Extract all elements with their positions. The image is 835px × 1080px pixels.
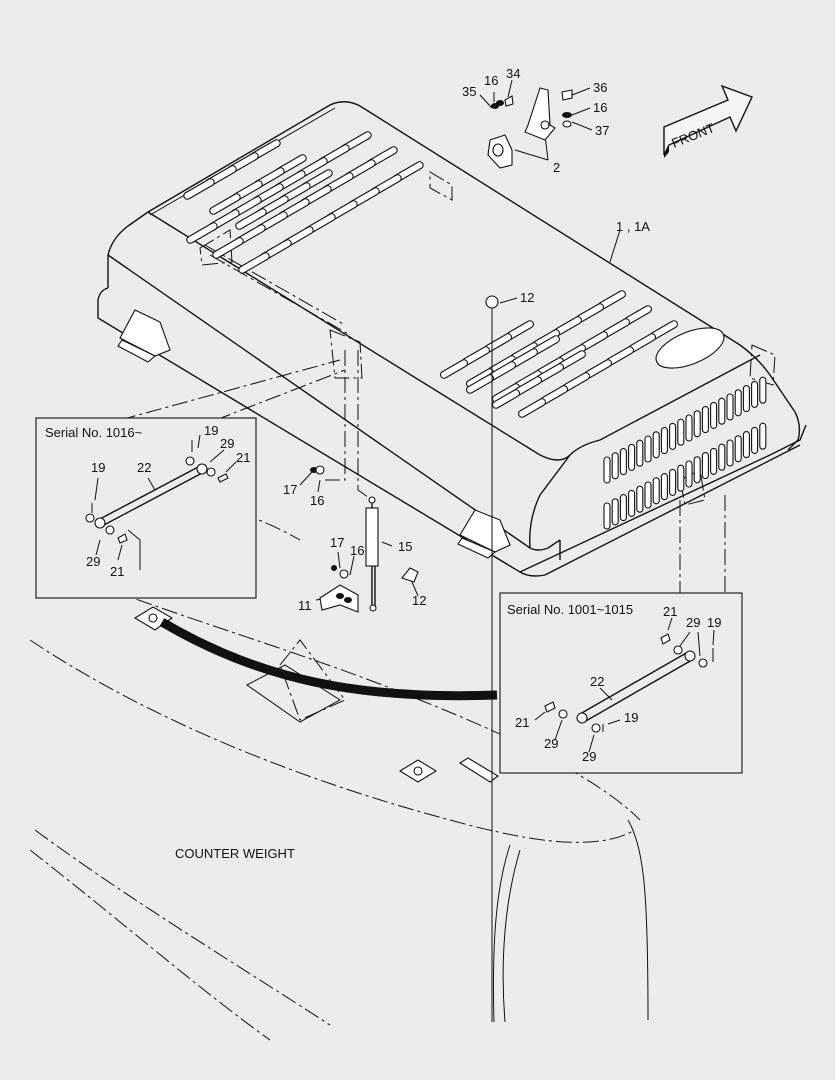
side-vent-slot xyxy=(644,435,652,463)
callout-11: 11 xyxy=(298,598,312,613)
side-vent-slot xyxy=(685,414,693,442)
callout-29: 29 xyxy=(220,436,234,451)
side-vent-slot xyxy=(693,456,701,484)
side-vent-slot xyxy=(636,439,644,467)
side-vent-slot xyxy=(636,485,644,513)
callout-19: 19 xyxy=(204,423,218,438)
callouts: 1 , 1A 2 35 16 34 36 16 37 12 12 17 16 1… xyxy=(86,66,721,861)
callout-17: 17 xyxy=(330,535,344,550)
side-vent-slot xyxy=(685,460,693,488)
callout-16: 16 xyxy=(593,100,607,115)
callout-19: 19 xyxy=(624,710,638,725)
vent-slot xyxy=(439,359,469,379)
callout-hood: 1 , 1A xyxy=(616,219,650,234)
side-vent-slot xyxy=(628,489,636,517)
side-vent-slot xyxy=(701,406,709,434)
side-vent-slot xyxy=(751,426,759,454)
callout-29: 29 xyxy=(686,615,700,630)
side-vent-slot xyxy=(619,494,627,522)
side-vent-slot xyxy=(644,481,652,509)
ground-cable xyxy=(159,618,498,701)
side-vent-slot xyxy=(669,422,677,450)
vent-slot xyxy=(491,389,521,409)
callout-16: 16 xyxy=(484,73,498,88)
callout-16: 16 xyxy=(350,543,364,558)
vent-slot xyxy=(465,374,495,394)
callout-12: 12 xyxy=(412,593,426,608)
side-vent-slot xyxy=(751,380,759,408)
callout-29: 29 xyxy=(582,749,596,764)
callout-29: 29 xyxy=(86,554,100,569)
latch-parts xyxy=(485,87,573,318)
side-vent-slot xyxy=(611,498,619,526)
inset-serial-1001: Serial No. 1001~1015 xyxy=(499,592,743,774)
callout-21: 21 xyxy=(110,564,124,579)
side-vent-slot xyxy=(734,389,742,417)
callout-35: 35 xyxy=(462,84,476,99)
side-vent-slot xyxy=(742,385,750,413)
side-vent-slot xyxy=(734,435,742,463)
vent-slot xyxy=(517,398,547,418)
callout-16: 16 xyxy=(310,493,324,508)
side-vent-slot xyxy=(603,456,611,484)
inset-serial-label: Serial No. 1016~ xyxy=(45,425,143,440)
callout-12: 12 xyxy=(520,290,534,305)
side-vent-slot xyxy=(660,427,668,455)
side-vent-slot xyxy=(611,452,619,480)
side-vent-slot xyxy=(759,422,767,450)
front-arrow: FRONT xyxy=(663,84,753,158)
side-vent-slot xyxy=(628,443,636,471)
side-vent-slot xyxy=(603,502,611,530)
callout-latch: 2 xyxy=(553,160,560,175)
side-vent-slot xyxy=(677,464,685,492)
gas-strut xyxy=(310,465,419,613)
side-vent-slot xyxy=(759,376,767,404)
side-vent-slot xyxy=(742,431,750,459)
callout-34: 34 xyxy=(506,66,520,81)
side-vent-slot xyxy=(701,452,709,480)
side-vent-slot xyxy=(693,410,701,438)
side-vent-slot xyxy=(669,468,677,496)
side-vent-slot xyxy=(710,447,718,475)
vent-slot xyxy=(209,193,241,215)
counterweight-label: COUNTER WEIGHT xyxy=(175,846,295,861)
side-vent-slot xyxy=(718,397,726,425)
side-vent-slot xyxy=(726,393,734,421)
callout-22: 22 xyxy=(590,674,604,689)
callout-37: 37 xyxy=(595,123,609,138)
side-vent-slot xyxy=(718,443,726,471)
callout-21: 21 xyxy=(236,450,250,465)
engine-hood xyxy=(97,101,807,577)
side-vent-slot xyxy=(652,477,660,505)
vent-slot xyxy=(238,252,270,274)
vent-slot xyxy=(183,178,215,200)
side-vent-slot xyxy=(619,448,627,476)
callout-19: 19 xyxy=(707,615,721,630)
callout-22: 22 xyxy=(137,460,151,475)
callout-21: 21 xyxy=(515,715,529,730)
vent-slot xyxy=(235,208,267,230)
callout-29: 29 xyxy=(544,736,558,751)
side-vent-slot xyxy=(677,418,685,446)
callout-21: 21 xyxy=(663,604,677,619)
vent-slot xyxy=(186,222,218,244)
side-vent-slot xyxy=(660,473,668,501)
inset-serial-1016: Serial No. 1016~ xyxy=(35,417,257,599)
side-vent-slot xyxy=(652,431,660,459)
vent-slot xyxy=(212,237,244,259)
callout-17: 17 xyxy=(283,482,297,497)
callout-15: 15 xyxy=(398,539,412,554)
side-vent-slot xyxy=(710,401,718,429)
callout-19: 19 xyxy=(91,460,105,475)
inset-serial-label: Serial No. 1001~1015 xyxy=(507,602,633,617)
callout-36: 36 xyxy=(593,80,607,95)
side-vent-slot xyxy=(726,439,734,467)
